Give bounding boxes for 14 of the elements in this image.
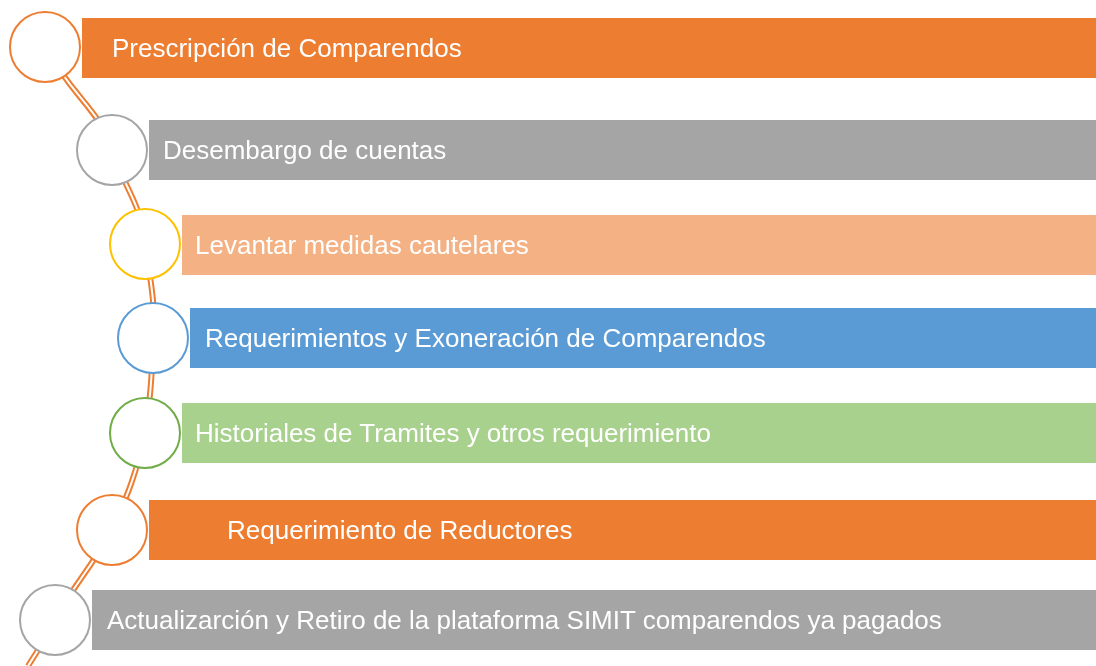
list-band: [82, 18, 1096, 78]
item-text: Levantar medidas cautelares: [195, 229, 529, 261]
list-band: [149, 120, 1096, 180]
item-text: Requerimientos y Exoneración de Comparendos: [205, 322, 766, 354]
item-text: Requerimiento de Reductores: [227, 514, 573, 546]
list-band: [182, 215, 1096, 275]
list-band: [182, 403, 1096, 463]
list-band: [149, 500, 1096, 560]
list-band: [92, 590, 1096, 650]
list-band: [190, 308, 1096, 368]
item-text: Historiales de Tramites y otros requerimiento: [195, 417, 711, 449]
item-text: Prescripción de Comparendos: [112, 32, 462, 64]
item-text: Desembargo de cuentas: [163, 134, 447, 166]
item-text: Actualizarción y Retiro de la plataforma SIMIT comparendos ya pagados: [107, 604, 942, 636]
